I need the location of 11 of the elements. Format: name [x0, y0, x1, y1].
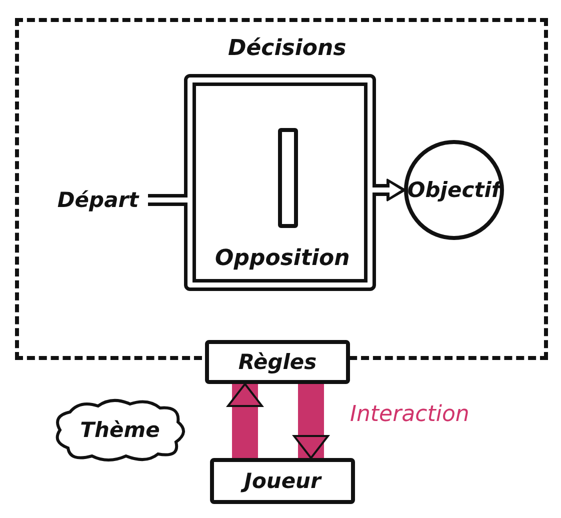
- edge-label: Opposition: [215, 246, 350, 271]
- edge-label: Décisions: [228, 36, 346, 61]
- node-label: Départ: [57, 188, 139, 212]
- node-label: Thème: [80, 418, 160, 442]
- block-arrow: [227, 383, 263, 458]
- block-arrow: [293, 384, 329, 459]
- node-label: Objectif: [407, 178, 501, 202]
- goal-circle: [404, 140, 504, 240]
- obstacle-bar: [278, 128, 298, 228]
- node-label: Règles: [238, 350, 317, 374]
- interaction-label: Interaction: [350, 402, 470, 427]
